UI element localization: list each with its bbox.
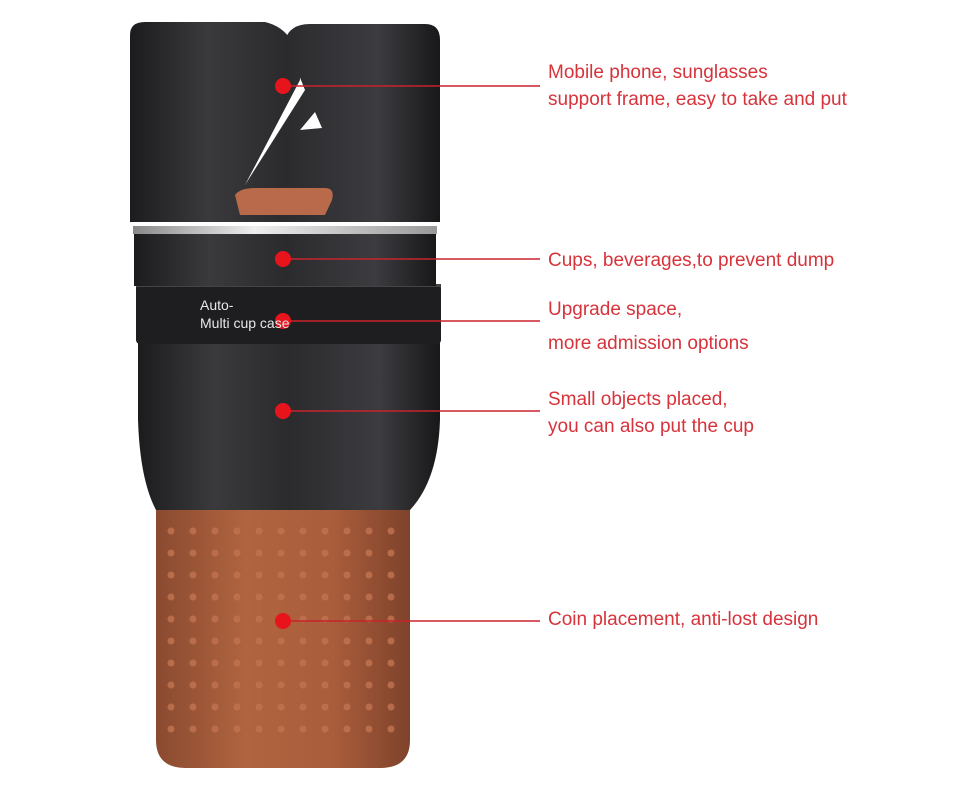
label-band	[136, 284, 441, 344]
callout-upgrade-space: Upgrade space, more admission options	[548, 293, 749, 361]
callout-text: Coin placement, anti-lost design	[548, 609, 819, 630]
callout-text: Upgrade space,	[548, 299, 683, 320]
cup-body	[138, 340, 440, 510]
callout-coin: Coin placement, anti-lost design	[548, 606, 818, 633]
callout-dot	[275, 313, 291, 329]
phone-holder	[130, 22, 440, 222]
callout-dot	[275, 403, 291, 419]
callout-dot	[275, 78, 291, 94]
callout-text: Cups, beverages,to prevent dump	[548, 250, 835, 271]
callout-cups: Cups, beverages,to prevent dump	[548, 247, 834, 274]
callout-phone-holder: Mobile phone, sunglasses support frame, …	[548, 59, 847, 113]
product-print-text: Auto- Multi cup case	[200, 296, 289, 332]
callout-dot	[275, 613, 291, 629]
callout-text: Mobile phone, sunglasses	[548, 62, 768, 83]
callout-text: Small objects placed,	[548, 389, 728, 410]
product-print-line2: Multi cup case	[200, 315, 290, 331]
callout-text: you can also put the cup	[548, 416, 754, 437]
callout-text: support frame, easy to take and put	[548, 89, 847, 110]
callout-dot	[275, 251, 291, 267]
product-print-line1: Auto-	[200, 297, 234, 313]
callout-lines	[283, 85, 540, 622]
callout-small-objects: Small objects placed, you can also put t…	[548, 386, 754, 440]
callout-text: more admission options	[548, 333, 749, 354]
silver-ring	[133, 226, 437, 234]
